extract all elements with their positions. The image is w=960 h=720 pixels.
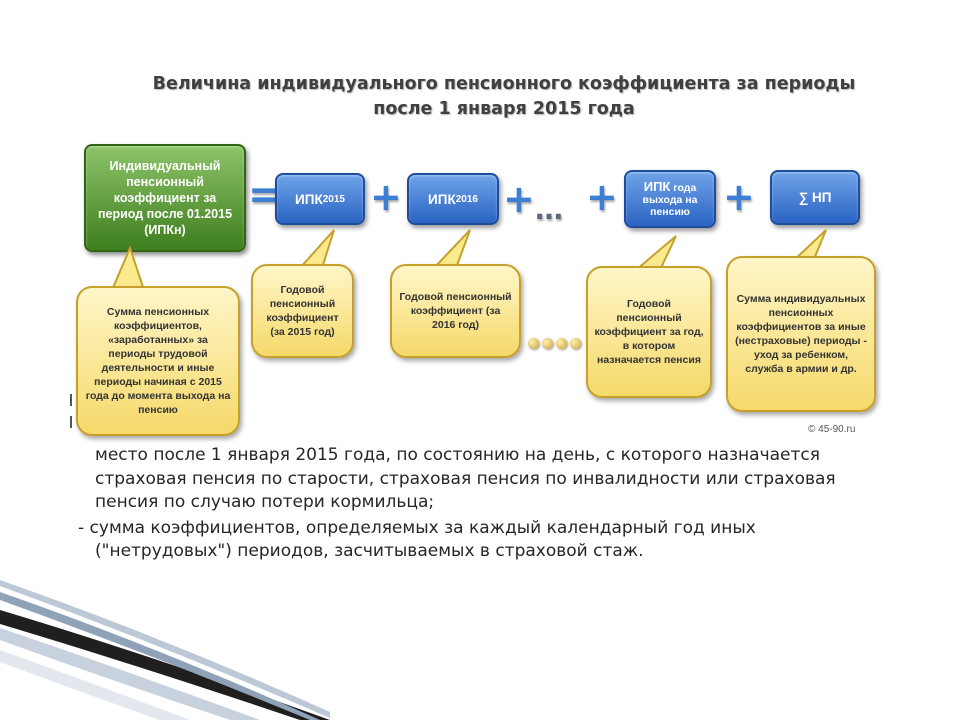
ipk-2015-sub: 2015 xyxy=(322,193,345,205)
copyright-note: © 45-90.ru xyxy=(808,424,856,435)
plus-sign-1: + xyxy=(370,175,402,219)
body-text: место после 1 января 2015 года, по состо… xyxy=(70,444,890,564)
callout-nonwork-periods: Сумма индивидуальных пенсионных коэффици… xyxy=(726,256,876,412)
np-sum-box: ∑ НП xyxy=(770,170,860,225)
decorative-swoosh xyxy=(0,580,330,720)
gold-dot xyxy=(556,338,567,349)
ipkn-result-label: Индивидуальный пенсионный коэффициент за… xyxy=(97,159,233,237)
pointer-annual2016 xyxy=(431,229,471,269)
callout-annual-2015-text: Годовой пенсионный коэффициент (за 2015 … xyxy=(266,284,339,338)
ellipsis-dots: … xyxy=(535,193,565,226)
ipk-pension-year-rest: года выхода на пенсию xyxy=(642,181,698,218)
ipkn-result-box: Индивидуальный пенсионный коэффициент за… xyxy=(84,144,246,252)
pointer-annual-year xyxy=(633,235,677,271)
ipk-2016-main: ИПК xyxy=(428,191,456,207)
callout-earned-text: Сумма пенсионных коэффициентов, «заработ… xyxy=(85,306,231,416)
pointer-annual2015 xyxy=(297,229,335,269)
ipk-2016-sub: 2016 xyxy=(455,193,478,205)
ipk-2015-main: ИПК xyxy=(295,191,323,207)
plus-sign-3: + xyxy=(586,175,618,219)
callout-nonwork-periods-text: Сумма индивидуальных пенсионных коэффици… xyxy=(735,293,867,375)
gold-dot xyxy=(542,338,553,349)
callout-annual-2016-text: Годовой пенсионный коэффициент (за 2016 … xyxy=(399,291,512,331)
callout-annual-pension-year-text: Годовой пенсионный коэффициент за год, в… xyxy=(594,298,704,366)
gold-dot xyxy=(570,338,581,349)
ipk-pension-year-box: ИПК года выхода на пенсию xyxy=(624,170,716,228)
callout-annual-2016: Годовой пенсионный коэффициент (за 2016 … xyxy=(390,264,521,358)
callout-annual-2015: Годовой пенсионный коэффициент (за 2015 … xyxy=(251,264,354,358)
ipk-pension-year-label: ИПК года выхода на пенсию xyxy=(630,178,710,218)
ipk-pension-year-lead: ИПК xyxy=(643,178,671,194)
left-edge-marks xyxy=(70,394,72,438)
np-sum-label: ∑ НП xyxy=(798,190,832,205)
slide-title-line1: Величина индивидуального пенсионного коэ… xyxy=(152,74,856,94)
body-paragraph-2: - сумма коэффициентов, определяемых за к… xyxy=(78,517,756,562)
plus-sign-2: + xyxy=(503,177,535,221)
callout-annual-pension-year: Годовой пенсионный коэффициент за год, в… xyxy=(586,266,712,398)
pointer-earned xyxy=(110,245,146,291)
gold-dot xyxy=(528,338,539,349)
gold-dots-ellipsis xyxy=(528,334,584,353)
slide-title: Величина индивидуального пенсионного коэ… xyxy=(120,72,888,122)
callout-earned: Сумма пенсионных коэффициентов, «заработ… xyxy=(76,286,240,436)
plus-sign-4: + xyxy=(723,175,755,219)
slide-title-line2: после 1 января 2015 года xyxy=(373,99,635,119)
body-paragraph-1: место после 1 января 2015 года, по состо… xyxy=(95,445,836,512)
